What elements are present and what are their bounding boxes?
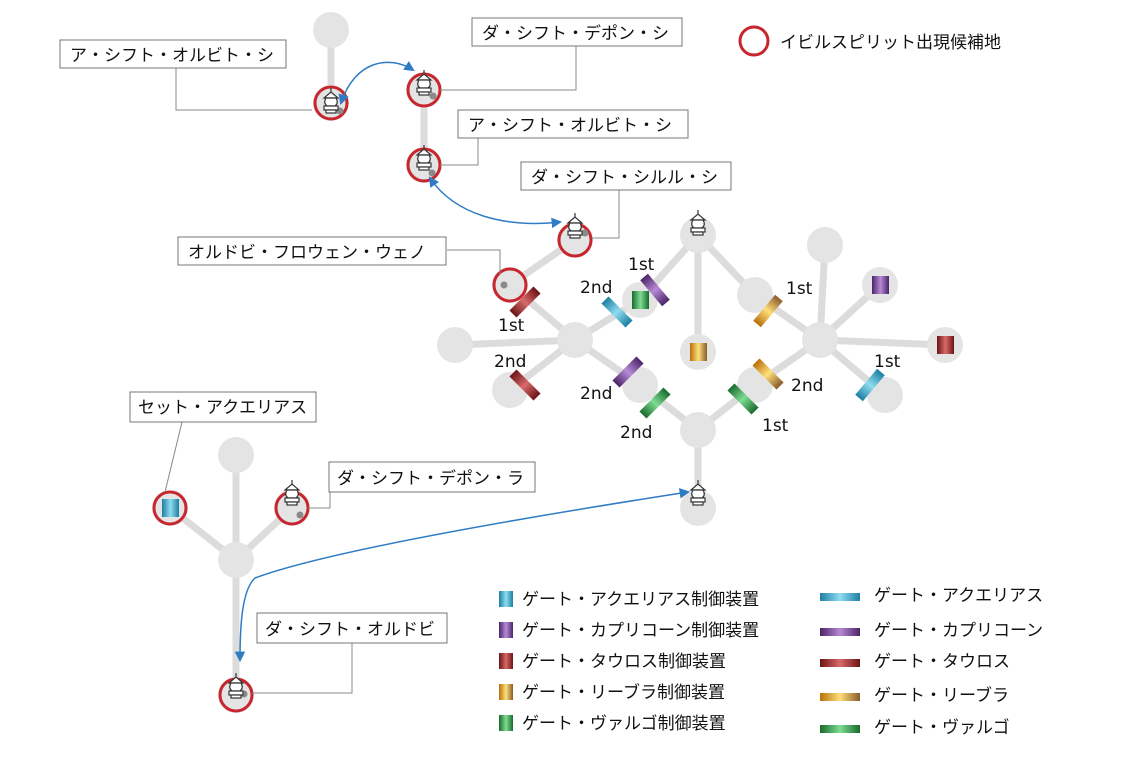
boss-label-e: オルドビ・フロウェン・ウェノ bbox=[177, 236, 447, 266]
boss-label-a: ア・シフト・オルビト・シ bbox=[59, 39, 287, 69]
gate-order-label: 1st bbox=[874, 352, 901, 372]
gate-order-label: 2nd bbox=[791, 376, 823, 396]
taurus-gate-icon bbox=[820, 659, 860, 667]
arrows bbox=[234, 61, 691, 663]
control-devices bbox=[162, 276, 954, 517]
aquarius-gate bbox=[855, 368, 885, 402]
gate-order-label: 1st bbox=[786, 279, 813, 299]
spawn-legend: イビルスピリット出現候補地 bbox=[738, 25, 1001, 57]
boss-label-h: ダ・シフト・オルドビ bbox=[256, 612, 448, 644]
gate-legend-label: ゲート・カプリコーン bbox=[874, 621, 1043, 641]
device-legend-label: ゲート・アクエリアス制御装置 bbox=[522, 590, 759, 610]
device-legend-label: ゲート・タウロス制御装置 bbox=[522, 652, 726, 672]
taurus-device-icon bbox=[937, 336, 954, 354]
spawn-ring-icon bbox=[152, 490, 188, 526]
gate-order-label: 2nd bbox=[580, 384, 612, 404]
virgo-gate-icon bbox=[820, 725, 860, 733]
capricorn-gate-icon bbox=[820, 628, 860, 636]
gate-legend-label: ゲート・タウロス bbox=[874, 652, 1010, 672]
gate-legend: ゲート・アクエリアス ゲート・カプリコーン ゲート・タウロス ゲート・リーブラ … bbox=[820, 586, 1043, 738]
boss-label-b: ダ・シフト・デポン・シ bbox=[471, 17, 683, 47]
capricorn-device-icon bbox=[872, 276, 889, 294]
device-legend-label: ゲート・リーブラ制御装置 bbox=[522, 682, 725, 703]
boss-labels: ア・シフト・オルビト・シ ダ・シフト・デポン・シ ア・シフト・オルビト・シ ダ・… bbox=[59, 17, 732, 644]
gate-order-label: 1st bbox=[762, 416, 789, 436]
gate-legend-label: ゲート・リーブラ bbox=[874, 685, 1009, 706]
boss-label-d: ダ・シフト・シルル・シ bbox=[520, 161, 732, 191]
gate-order-label: 1st bbox=[498, 316, 525, 336]
gate-order-labels: 1st 2nd 1st 1st 2nd 1st 2nd 2nd 2nd 1st bbox=[494, 255, 901, 443]
taurus-gate bbox=[509, 286, 541, 318]
aquarius-gate bbox=[601, 296, 633, 328]
taurus-gate bbox=[509, 369, 541, 401]
evil-spirit-icon bbox=[228, 672, 244, 699]
svg-text:セット・アクエリアス: セット・アクエリアス bbox=[138, 398, 307, 418]
capricorn-gate bbox=[612, 356, 644, 388]
gate-order-label: 1st bbox=[628, 255, 655, 275]
boss-label-f: セット・アクエリアス bbox=[129, 391, 317, 423]
capricorn-gate bbox=[640, 273, 670, 307]
virgo-gate bbox=[727, 383, 759, 415]
aquarius-gate-icon bbox=[820, 593, 860, 601]
gate-order-label: 2nd bbox=[580, 278, 612, 298]
gate-legend-label: ゲート・ヴァルゴ bbox=[874, 717, 1010, 738]
evil-spirit-icon bbox=[284, 479, 300, 506]
svg-text:ダ・シフト・オルドビ: ダ・シフト・オルドビ bbox=[265, 620, 435, 640]
evil-spirit-icon bbox=[567, 212, 583, 239]
leader-lines bbox=[164, 46, 620, 694]
svg-text:ダ・シフト・デポン・ラ: ダ・シフト・デポン・ラ bbox=[337, 468, 524, 489]
libra-gate bbox=[752, 358, 784, 390]
libra-gate bbox=[753, 294, 783, 328]
svg-text:ダ・シフト・シルル・シ: ダ・シフト・シルル・シ bbox=[531, 168, 718, 188]
evil-spirit-icon bbox=[690, 209, 706, 236]
svg-text:オルドビ・フロウェン・ウェノ: オルドビ・フロウェン・ウェノ bbox=[188, 243, 426, 263]
gate-order-label: 2nd bbox=[620, 423, 652, 443]
spawn-ring-icon bbox=[738, 25, 770, 57]
aquarius-device-icon bbox=[162, 499, 179, 517]
svg-text:ア・シフト・オルビト・シ: ア・シフト・オルビト・シ bbox=[70, 46, 274, 66]
libra-device-icon bbox=[499, 684, 513, 700]
spawn-legend-label: イビルスピリット出現候補地 bbox=[780, 33, 1001, 53]
libra-gate-icon bbox=[820, 693, 860, 701]
spawn-ring-icon bbox=[492, 267, 528, 303]
gates bbox=[509, 273, 885, 419]
evil-spirit-icon bbox=[690, 479, 706, 506]
device-legend: ゲート・アクエリアス制御装置 ゲート・カプリコーン制御装置 ゲート・タウロス制御… bbox=[499, 590, 759, 734]
svg-text:ア・シフト・オルビト・シ: ア・シフト・オルビト・シ bbox=[468, 116, 672, 136]
virgo-device-icon bbox=[499, 715, 513, 731]
svg-text:ダ・シフト・デポン・シ: ダ・シフト・デポン・シ bbox=[482, 23, 669, 44]
boss-label-c: ア・シフト・オルビト・シ bbox=[457, 109, 689, 139]
virgo-device-icon bbox=[632, 291, 649, 309]
aquarius-device-icon bbox=[499, 591, 513, 607]
device-legend-label: ゲート・カプリコーン制御装置 bbox=[522, 621, 759, 641]
boss-label-g: ダ・シフト・デポン・ラ bbox=[328, 461, 536, 493]
taurus-device-icon bbox=[499, 653, 513, 669]
gate-order-label: 2nd bbox=[494, 352, 526, 372]
device-legend-label: ゲート・ヴァルゴ制御装置 bbox=[522, 713, 726, 734]
capricorn-device-icon bbox=[499, 622, 513, 638]
libra-device-icon bbox=[690, 343, 707, 361]
virgo-gate bbox=[639, 387, 671, 419]
gate-legend-label: ゲート・アクエリアス bbox=[874, 586, 1043, 606]
